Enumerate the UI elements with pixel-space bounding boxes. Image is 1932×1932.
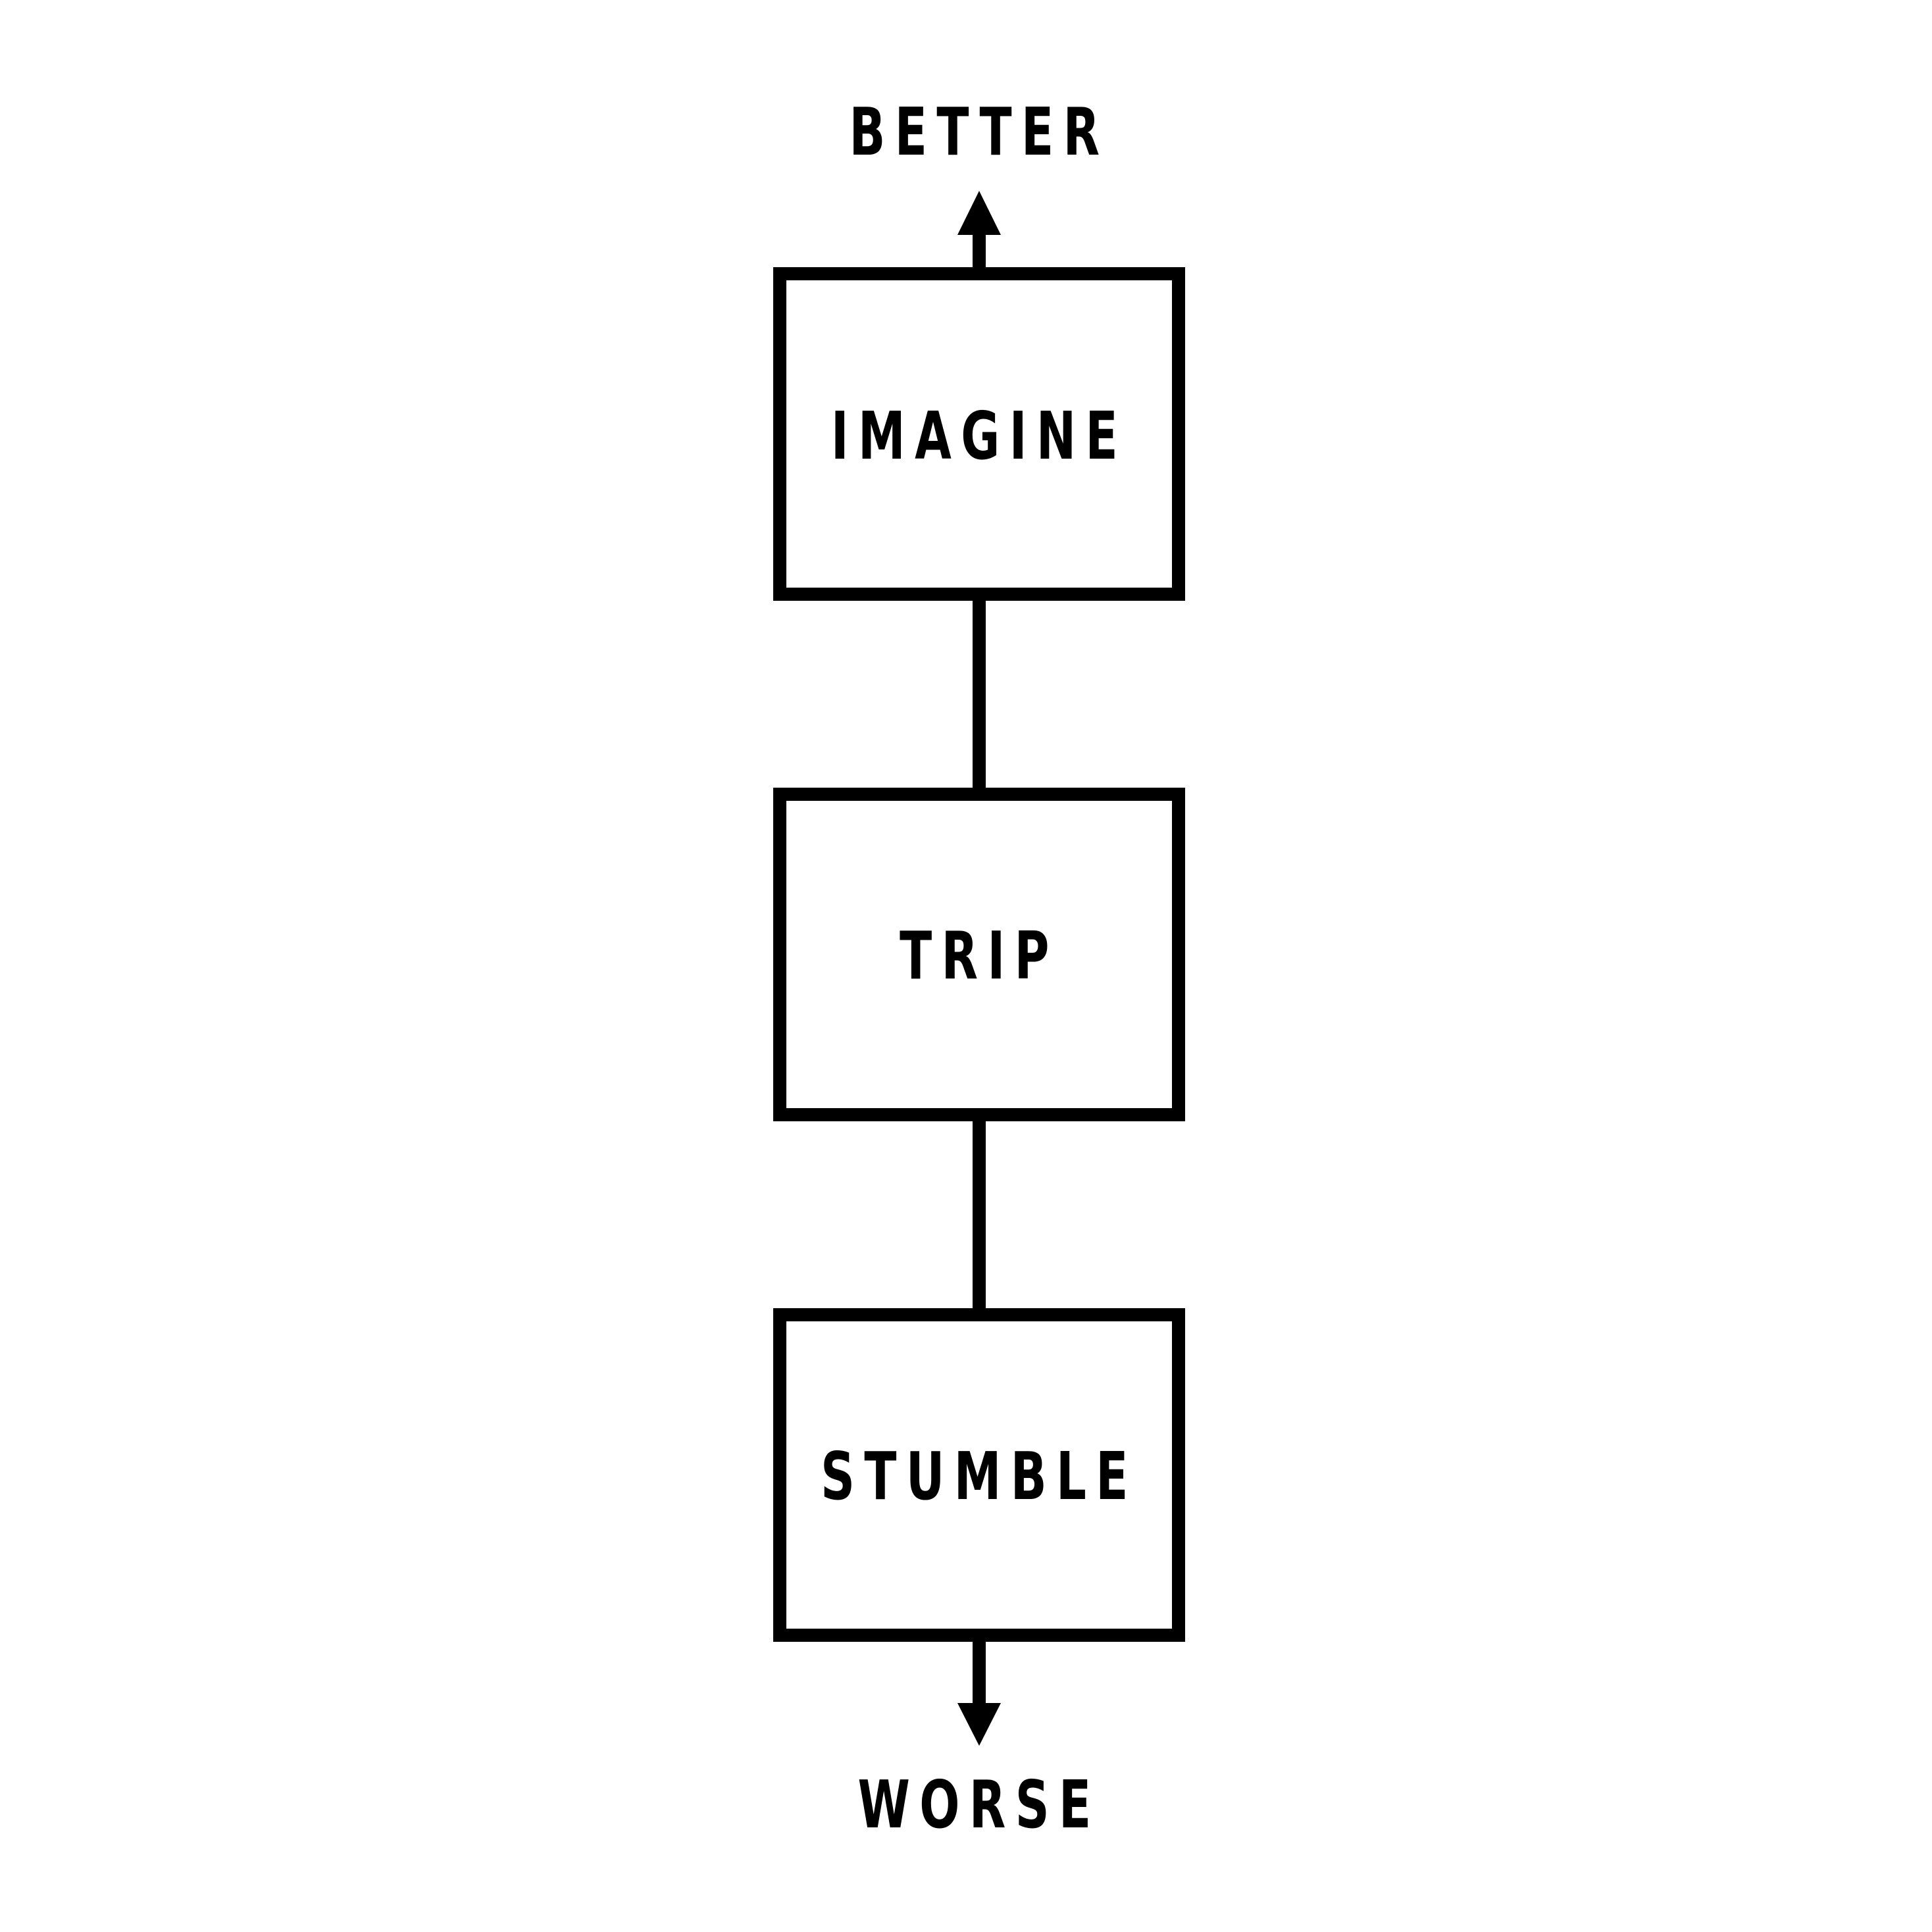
- worse-label: WORSE: [857, 1766, 1100, 1843]
- box-trip-label: TRIP: [900, 917, 1059, 994]
- arrow-up-icon: [957, 191, 1001, 235]
- arrow-down-icon: [957, 1703, 1001, 1746]
- box-stumble-label: STUMBLE: [821, 1438, 1138, 1515]
- better-label: BETTER: [850, 93, 1109, 170]
- box-imagine-label: IMAGINE: [831, 397, 1127, 474]
